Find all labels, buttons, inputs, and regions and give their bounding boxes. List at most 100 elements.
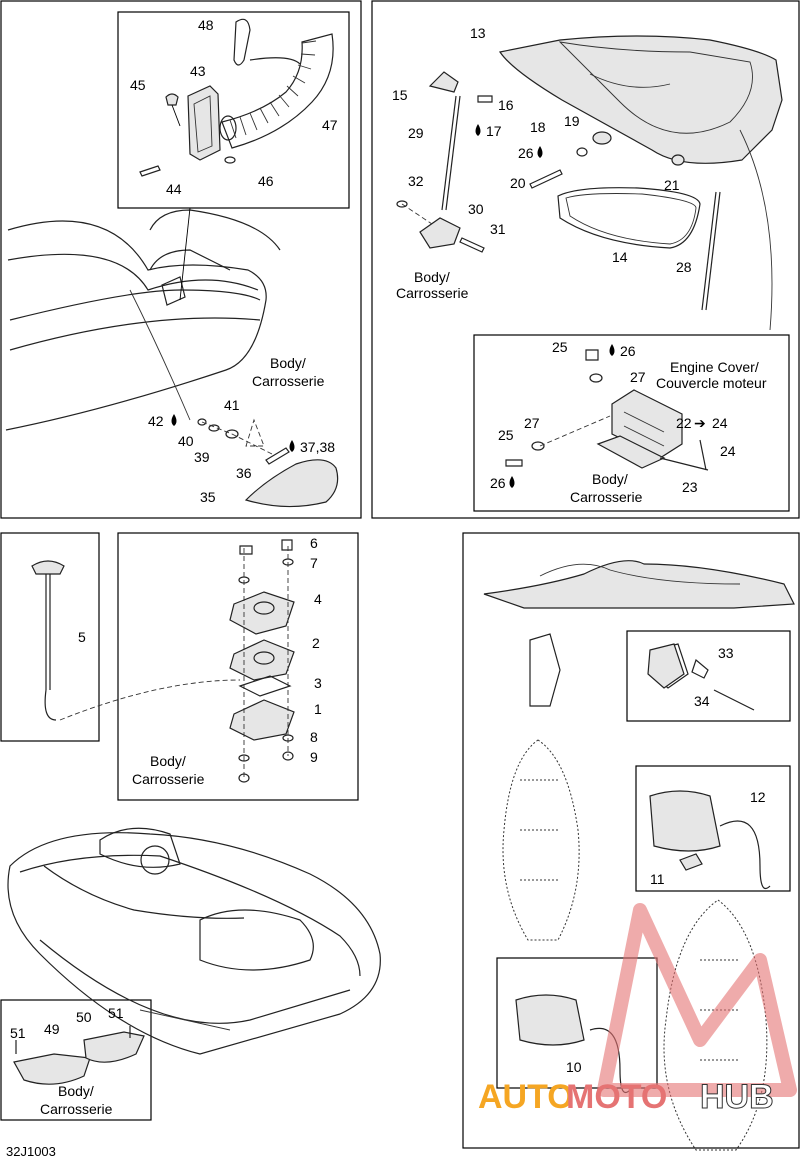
glove-box-drawing: [396, 35, 783, 331]
callout-25a: 25: [552, 339, 568, 355]
cable-tie-drawing: [515, 643, 771, 1094]
oil-drop-icon: [509, 476, 515, 488]
seat-assembly-drawing: [5, 18, 339, 508]
label-couvercle-moteur: Couvercle moteur: [656, 375, 767, 391]
panel-vent-inset: [117, 532, 359, 801]
callout-23: 23: [682, 479, 698, 495]
watermark-text-moto: MOTO: [566, 1078, 667, 1116]
callout-4: 4: [314, 591, 322, 607]
callout-32: 32: [408, 173, 424, 189]
label-carrosserie-1: Carrosserie: [252, 373, 325, 389]
hull-layout-drawing-1: [502, 739, 580, 941]
callout-28: 28: [676, 259, 692, 275]
callout-34: 34: [694, 693, 710, 709]
label-carrosserie-2: Carrosserie: [396, 285, 469, 301]
callout-3: 3: [314, 675, 322, 691]
callout-27a: 27: [630, 369, 646, 385]
callout-24-range: 24: [712, 415, 728, 431]
callout-39: 39: [194, 449, 210, 465]
panel-top-left-inset: [117, 11, 350, 209]
callout-8: 8: [310, 729, 318, 745]
callout-33: 33: [718, 645, 734, 661]
callout-45: 45: [130, 77, 146, 93]
panel-bottom-right: [462, 532, 800, 1149]
callout-30: 30: [468, 201, 484, 217]
callout-2: 2: [312, 635, 320, 651]
callout-37-38: 37,38: [300, 439, 335, 455]
callout-12: 12: [750, 789, 766, 805]
callout-51a: 51: [10, 1025, 26, 1041]
callout-47: 47: [322, 117, 338, 133]
panel-engine-cover-inset: [473, 334, 790, 512]
callout-19: 19: [564, 113, 580, 129]
callout-50: 50: [76, 1009, 92, 1025]
callout-35: 35: [200, 489, 216, 505]
callout-17: 17: [486, 123, 502, 139]
label-body-4: Body/: [150, 753, 186, 769]
callout-11: 11: [650, 871, 665, 887]
callout-26c: 26: [490, 475, 506, 491]
label-carrosserie-5: Carrosserie: [40, 1101, 113, 1117]
dipstick-drawing: [31, 560, 65, 721]
callout-7: 7: [310, 555, 318, 571]
watermark-text-auto: AUTO: [478, 1078, 574, 1116]
callout-20: 20: [510, 175, 526, 191]
label-body-3: Body/: [592, 471, 628, 487]
watermark-text-hub: HUB: [700, 1078, 774, 1116]
callout-29: 29: [408, 125, 424, 141]
callout-25b: 25: [498, 427, 514, 443]
callout-44: 44: [166, 181, 182, 197]
oil-drop-icon: [289, 440, 295, 452]
label-carrosserie-4: Carrosserie: [132, 771, 205, 787]
panel-dipstick-inset: [0, 532, 100, 742]
oil-drop-icon: [537, 146, 543, 158]
callout-21: 21: [664, 177, 680, 193]
engine-cover-hinge-drawing: [505, 349, 709, 471]
watermark-logo: [597, 903, 797, 1097]
callout-9: 9: [310, 749, 318, 765]
callout-6: 6: [310, 535, 318, 551]
callout-51b: 51: [108, 1005, 124, 1021]
callout-13: 13: [470, 25, 486, 41]
callout-22: 22: [676, 415, 692, 431]
callout-31: 31: [490, 221, 506, 237]
oil-drop-icon: [475, 124, 481, 136]
callout-26b: 26: [620, 343, 636, 359]
callout-49: 49: [44, 1021, 60, 1037]
boat-hull-drawing: [7, 827, 381, 1055]
panel-top-left: [0, 0, 362, 519]
callout-42: 42: [148, 413, 164, 429]
callout-36: 36: [236, 465, 252, 481]
callout-10: 10: [566, 1059, 582, 1075]
label-body-5: Body/: [58, 1083, 94, 1099]
label-body-2: Body/: [414, 269, 450, 285]
panel-tie-inset: [635, 765, 791, 892]
callout-16: 16: [498, 97, 514, 113]
storage-bin-drawing: [13, 1026, 145, 1085]
label-carrosserie-3: Carrosserie: [570, 489, 643, 505]
callout-40: 40: [178, 433, 194, 449]
callout-5: 5: [78, 629, 86, 645]
arrow-22-24: ➔: [694, 415, 706, 431]
callout-43: 43: [190, 63, 206, 79]
callout-46: 46: [258, 173, 274, 189]
callout-24: 24: [720, 443, 736, 459]
panel-top-right: [371, 0, 800, 519]
label-body-1: Body/: [270, 355, 306, 371]
panel-tie-inset-2: [496, 957, 658, 1089]
callout-14: 14: [612, 249, 628, 265]
callout-18: 18: [530, 119, 546, 135]
callout-26a: 26: [518, 145, 534, 161]
callout-27b: 27: [524, 415, 540, 431]
label-engine-cover: Engine Cover/: [670, 359, 759, 375]
oil-drop-icon: [609, 344, 615, 356]
vent-assembly-drawing: [59, 539, 295, 783]
document-id: 32J1003: [6, 1144, 56, 1159]
callout-48: 48: [198, 17, 214, 33]
oil-drop-icon: [171, 414, 177, 426]
callout-1: 1: [314, 701, 322, 717]
panel-clip-inset: [626, 630, 791, 722]
callout-41: 41: [224, 397, 240, 413]
callout-15: 15: [392, 87, 408, 103]
